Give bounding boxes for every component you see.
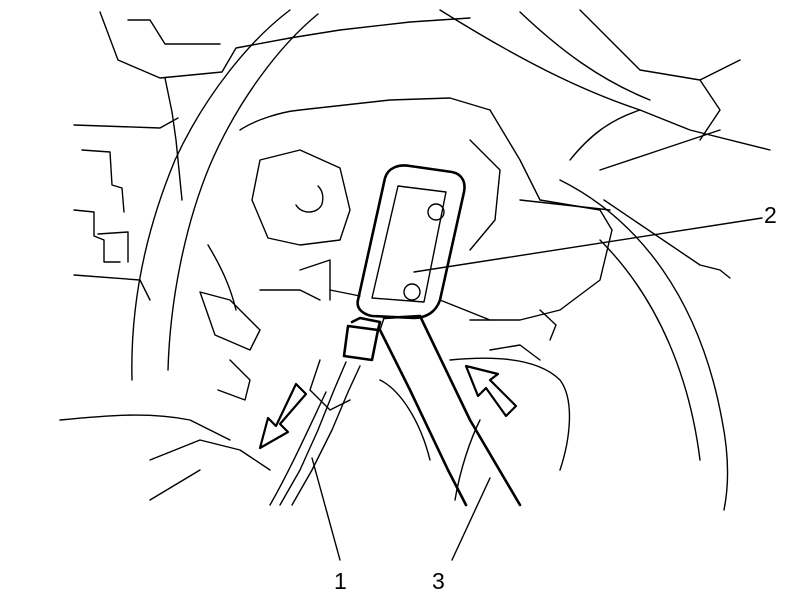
leader-2 xyxy=(413,217,763,273)
clip-bracket xyxy=(329,164,491,321)
arrow-pull-down-left xyxy=(258,382,308,450)
leader-lines xyxy=(311,217,763,561)
callout-label-1: 1 xyxy=(334,568,347,594)
leader-1 xyxy=(311,457,341,561)
leader-3 xyxy=(451,477,491,561)
wire-harness xyxy=(269,316,382,506)
arrow-push-up-left xyxy=(464,364,518,418)
screwdriver-tool xyxy=(378,314,522,507)
background-structure xyxy=(59,9,771,511)
callout-label-2: 2 xyxy=(764,202,777,228)
callout-label-3: 3 xyxy=(432,568,445,594)
